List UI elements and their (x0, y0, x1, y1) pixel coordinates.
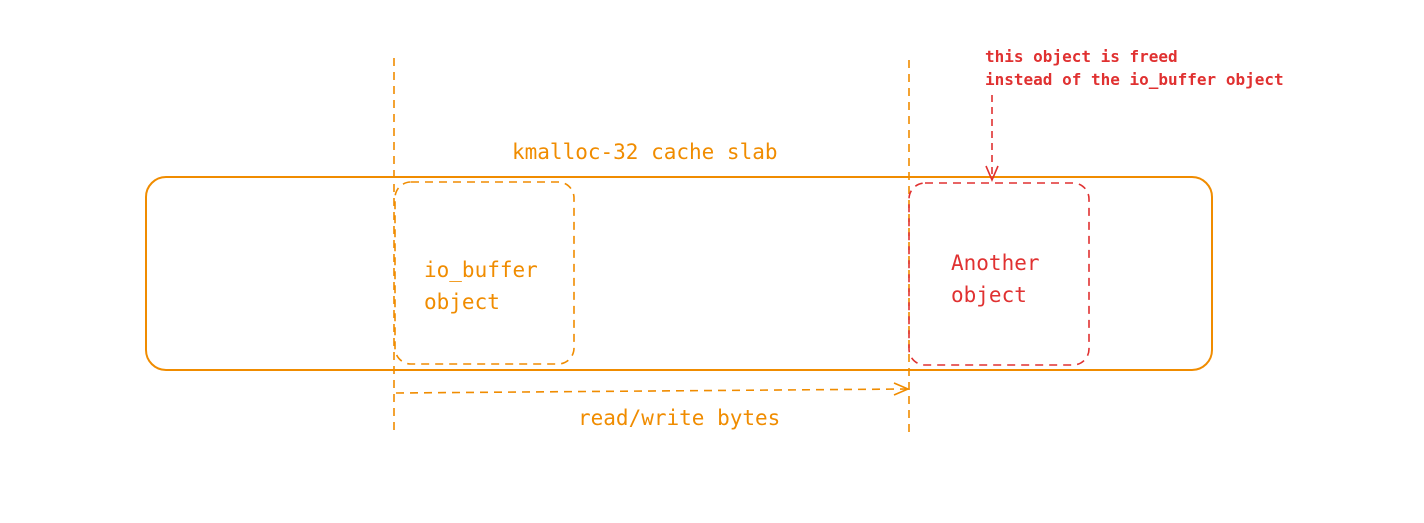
slab-box (145, 176, 1213, 371)
annotation-note: this object is freed instead of the io_b… (985, 45, 1284, 91)
another-object-label-line1: Another (951, 251, 1040, 275)
another-object-label: Another object (951, 247, 1040, 311)
another-object-label-line2: object (951, 283, 1027, 307)
annotation-note-line1: this object is freed (985, 47, 1178, 66)
read-write-label: read/write bytes (578, 406, 781, 430)
io-buffer-label-line2: object (424, 290, 500, 314)
io-buffer-box (394, 181, 575, 365)
io-buffer-label-line1: io_buffer (424, 258, 538, 282)
annotation-arrow-head (985, 165, 999, 183)
annotation-note-line2: instead of the io_buffer object (985, 70, 1284, 89)
another-object-box (908, 182, 1090, 366)
read-write-arrow-line (395, 388, 907, 394)
slab-title: kmalloc-32 cache slab (512, 140, 778, 164)
io-buffer-label: io_buffer object (424, 254, 538, 318)
read-write-arrow-head (893, 382, 911, 396)
